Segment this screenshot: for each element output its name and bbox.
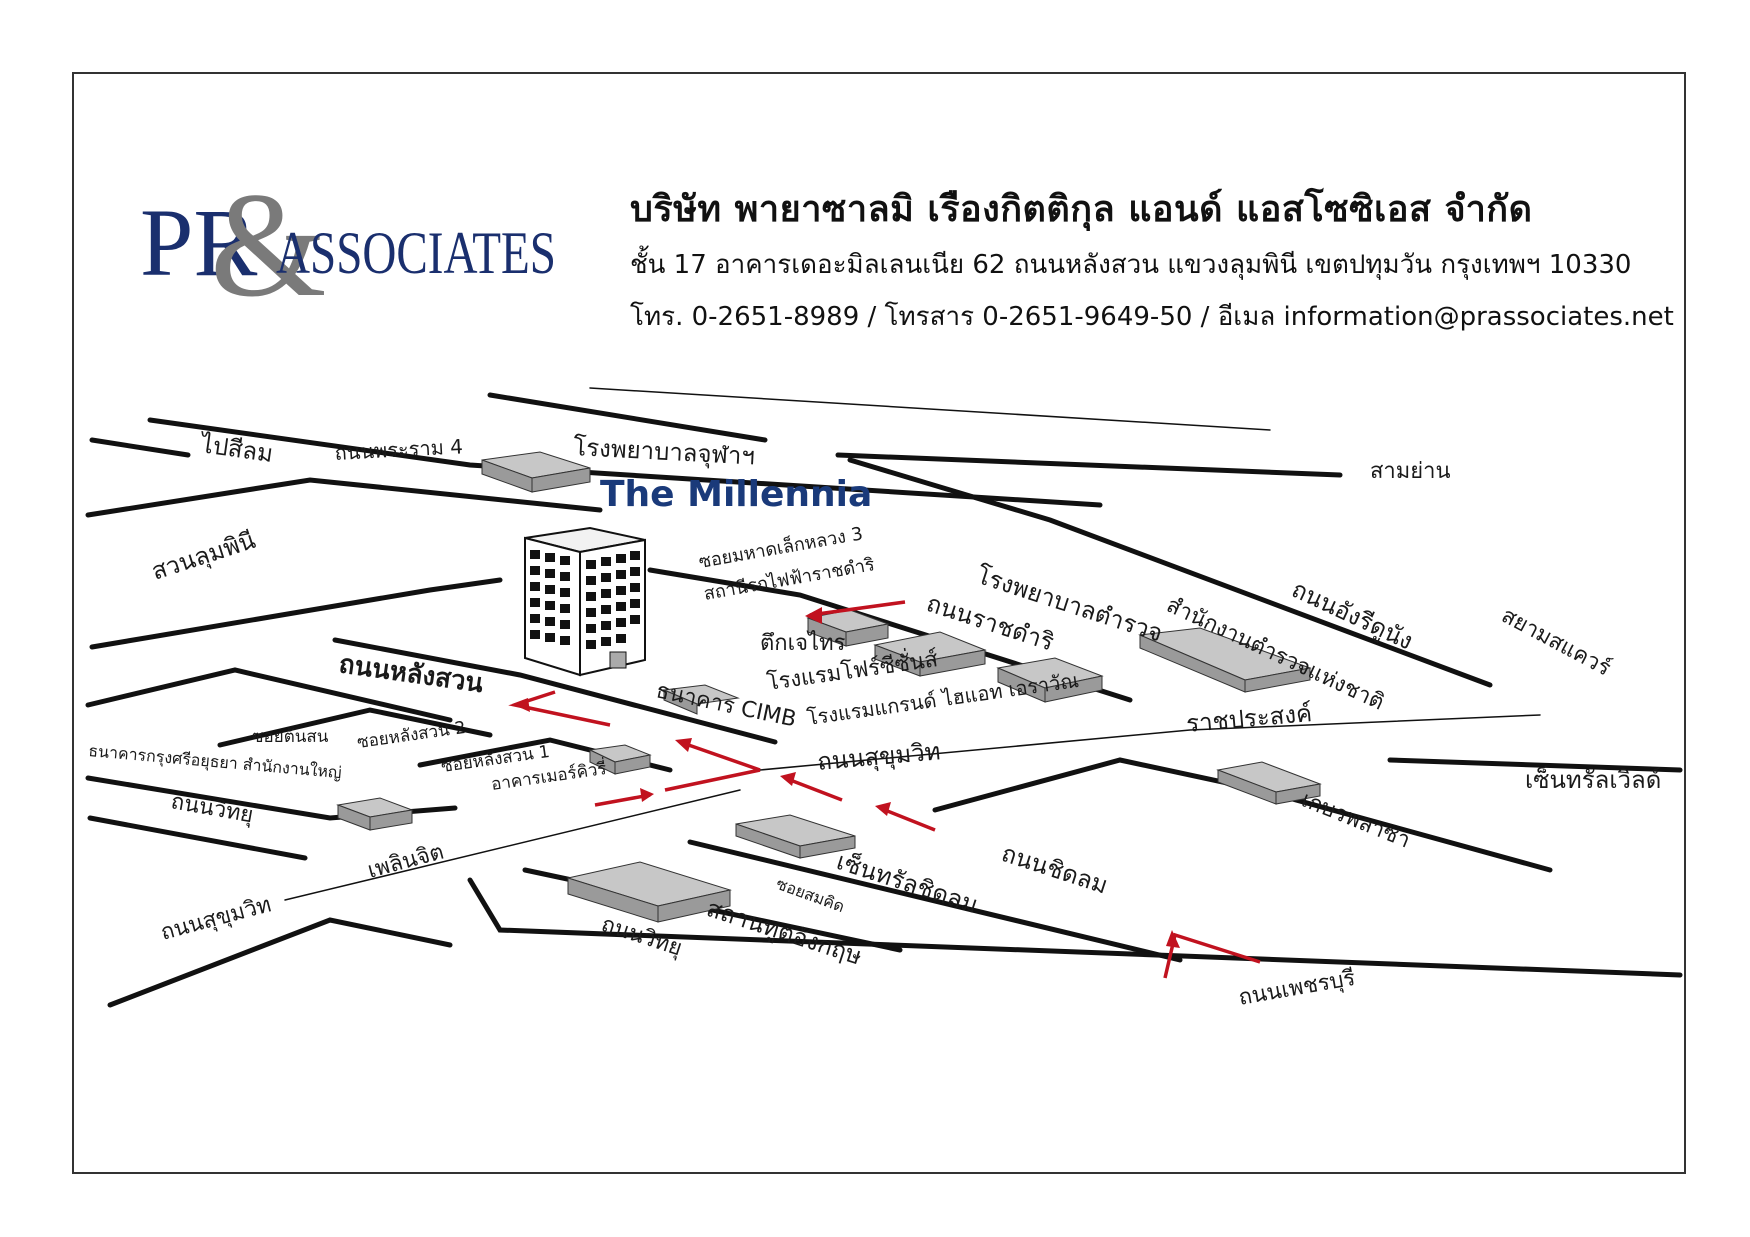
label-ratchaprasong: ราชประสงค์ (1185, 699, 1313, 738)
road-henri (847, 457, 1493, 688)
map-title: The Millennia (600, 474, 872, 515)
label-jaycorp: ตึกเจไทร (760, 630, 846, 656)
road-thin-ploenchit (284, 789, 741, 901)
label-samyan: สามย่าน (1370, 459, 1451, 484)
road-lumpini-bottom (89, 577, 503, 650)
road-lumpini-top (85, 477, 603, 518)
road-top-a (487, 392, 768, 443)
map-frame (72, 72, 1686, 1174)
jaycorp-building (806, 609, 890, 647)
road-central-world (1387, 757, 1683, 773)
gaysorn-building (1216, 761, 1322, 805)
company-name: บริษัท พายาซาลมิ เรืองกิตติกุล แอนด์ แอส… (630, 189, 1533, 230)
direction-arrows (508, 600, 1261, 979)
logo-associates-text: ASSOCIATES (276, 220, 556, 286)
road-sukhumvit-b (107, 917, 453, 1008)
road-thin-top (589, 387, 1271, 431)
company-contact: โทร. 0-2651-8989 / โทรสาร 0-2651-9649-50… (630, 302, 1674, 332)
road-soi-tonson (217, 707, 493, 748)
road-thin-ratchaprasong (759, 714, 1541, 771)
road-chidlom (687, 839, 1183, 963)
road-rama4 (147, 417, 1103, 508)
road-lang-suan (332, 637, 778, 745)
label-soi-somkid: ซอยสมคิด (774, 874, 847, 916)
label-chidlom: ถนนชิดลม (998, 839, 1111, 900)
road-wittayu-a (85, 775, 458, 821)
police-office-building (1138, 627, 1312, 693)
logo-ampersand: & (210, 170, 327, 320)
road-chidlom-top (932, 757, 1553, 873)
label-krungsri: ธนาคารกรุงศรีอยุธยา สำนักงานใหญ่ (88, 741, 343, 783)
cimb-building (662, 684, 740, 715)
label-soi-tonson: ซอยต้นสน (252, 727, 329, 747)
chula-hospital-building (481, 451, 591, 493)
label-wittayu-1: ถนนวิทยุ (169, 789, 255, 828)
road-petchaburi (467, 877, 1683, 978)
label-ploenchit: เพลินจิต (365, 840, 447, 884)
grand-hyatt-building (996, 657, 1104, 703)
label-soi-langsuan2: ซอยหลังสวน 2 (356, 718, 467, 753)
label-siam-square: สยามสแควร์ (1497, 603, 1615, 681)
logo-pr-text: PR (140, 189, 257, 296)
british-embassy-building (566, 861, 732, 923)
road-soi-a (85, 667, 453, 723)
four-seasons-building (873, 631, 987, 677)
company-address: ชั้น 17 อาคารเดอะมิลเลนเนีย 62 ถนนหลังสว… (630, 250, 1632, 280)
label-petchaburi: ถนนเพชรบุรี (1237, 966, 1358, 1011)
road-wittayu-b (87, 815, 308, 861)
label-sukhumvit-2: ถนนสุขุมวิท (158, 892, 274, 945)
label-central-world: เซ็นทรัลเวิลด์ (1525, 765, 1661, 794)
mercury-building (588, 744, 652, 775)
krungsri-building (336, 797, 414, 831)
label-lumpini: สวนลุมพินี (148, 526, 259, 587)
road-samyan (835, 452, 1343, 478)
pr-associates-logo: PR & ASSOCIATES (140, 170, 556, 320)
central-chidlom-building (735, 814, 856, 859)
label-chula: โรงพยาบาลจุฬาฯ (573, 433, 756, 471)
millennia-tower (524, 526, 646, 677)
label-gaysorn: เกษรพลาซา (1298, 787, 1414, 853)
road-silom-stub (89, 437, 191, 458)
label-sukhumvit-1: ถนนสุขุมวิท (816, 737, 942, 777)
